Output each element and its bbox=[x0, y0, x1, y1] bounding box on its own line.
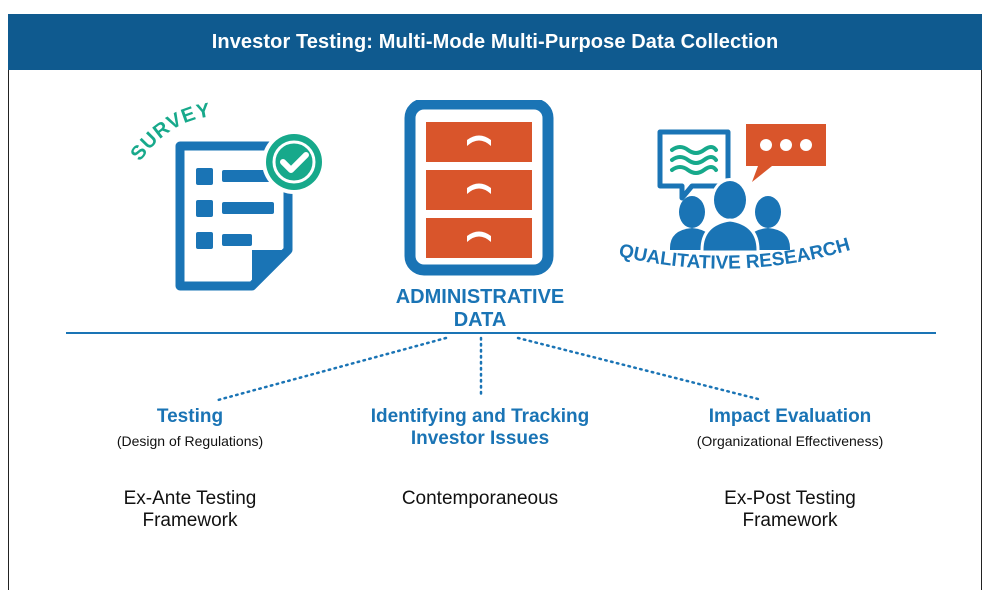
contemporaneous-text: Contemporaneous bbox=[401, 488, 559, 509]
survey-icon: SURVEY bbox=[126, 99, 340, 300]
discussion-group-icon: QUALITATIVE RESEARCH bbox=[600, 116, 870, 296]
connector-right bbox=[516, 336, 764, 402]
ex-ante-framework: Ex-Ante Testing Framework bbox=[70, 488, 310, 532]
identifying-heading-line-1: Identifying and Tracking bbox=[370, 406, 590, 427]
filing-cabinet-icon bbox=[404, 98, 554, 276]
identifying-heading-line-2: Investor Issues bbox=[410, 428, 550, 449]
ex-ante-line-1: Ex-Ante Testing bbox=[123, 488, 257, 509]
connector-left bbox=[216, 336, 448, 402]
impact-heading: Impact Evaluation bbox=[708, 406, 872, 427]
divider-line bbox=[66, 332, 936, 334]
column-testing: Testing (Design of Regulations) bbox=[70, 406, 310, 450]
ex-post-framework: Ex-Post Testing Framework bbox=[650, 488, 930, 532]
impact-subheading: (Organizational Effectiveness) bbox=[696, 433, 884, 449]
administrative-data-label: ADMINISTRATIVE DATA bbox=[395, 286, 565, 331]
ex-ante-line-2: Framework bbox=[142, 510, 238, 531]
diagram-title: Investor Testing: Multi-Mode Multi-Purpo… bbox=[8, 14, 982, 70]
column-identifying-tracking: Identifying and Tracking Investor Issues bbox=[330, 406, 630, 450]
ex-post-line-2: Framework bbox=[742, 510, 838, 531]
ex-post-line-1: Ex-Post Testing bbox=[724, 488, 856, 509]
testing-heading: Testing bbox=[156, 406, 224, 427]
column-impact-evaluation: Impact Evaluation (Organizational Effect… bbox=[650, 406, 930, 450]
testing-subheading: (Design of Regulations) bbox=[116, 433, 264, 449]
